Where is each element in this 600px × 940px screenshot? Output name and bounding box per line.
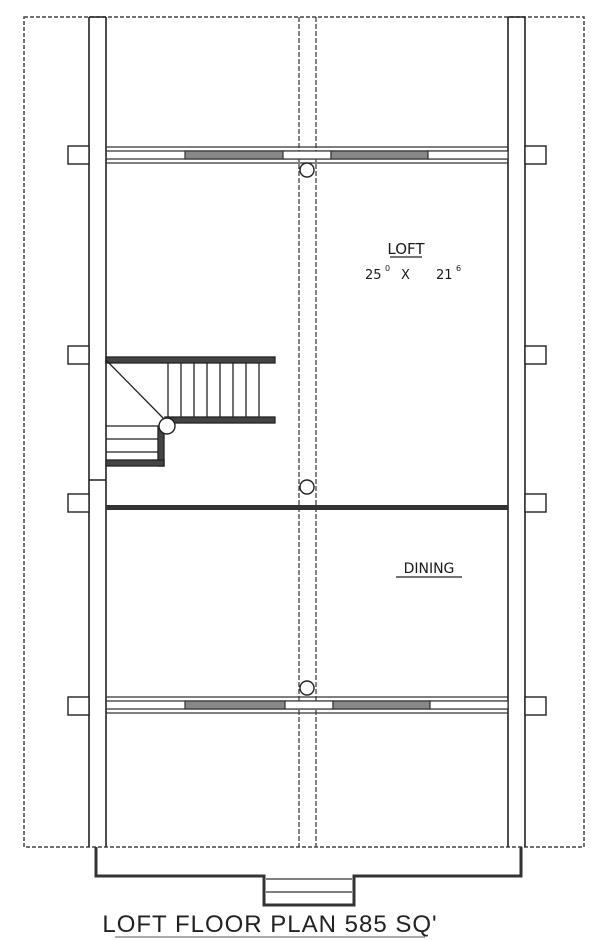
right-wall [507, 16, 526, 847]
room-label-loft: LOFT [387, 240, 425, 258]
post-middle [299, 479, 315, 495]
post-lower [299, 680, 315, 696]
ridge-beam [298, 17, 317, 847]
upper-truss [106, 146, 509, 164]
roof-outline [23, 16, 585, 848]
left-wall [88, 16, 107, 847]
entry-deck [94, 847, 523, 907]
loft-dim-x: X [401, 268, 410, 283]
loft-dim-width: 25 [365, 268, 382, 283]
stair-newel-post [158, 417, 176, 435]
loft-edge-wall [106, 505, 508, 510]
room-label-dining: DINING [404, 561, 455, 577]
beam-ends [67, 145, 547, 716]
entry-steps [266, 878, 352, 893]
loft-dim-height-sup: 6 [456, 264, 461, 273]
loft-dim-height: 21 [436, 268, 453, 283]
post-upper [299, 162, 315, 178]
lower-truss [106, 696, 509, 714]
staircase [105, 356, 276, 467]
loft-dim-width-sup: 0 [385, 264, 390, 273]
plan-title: LOFT FLOOR PLAN 585 SQ' [102, 911, 437, 938]
